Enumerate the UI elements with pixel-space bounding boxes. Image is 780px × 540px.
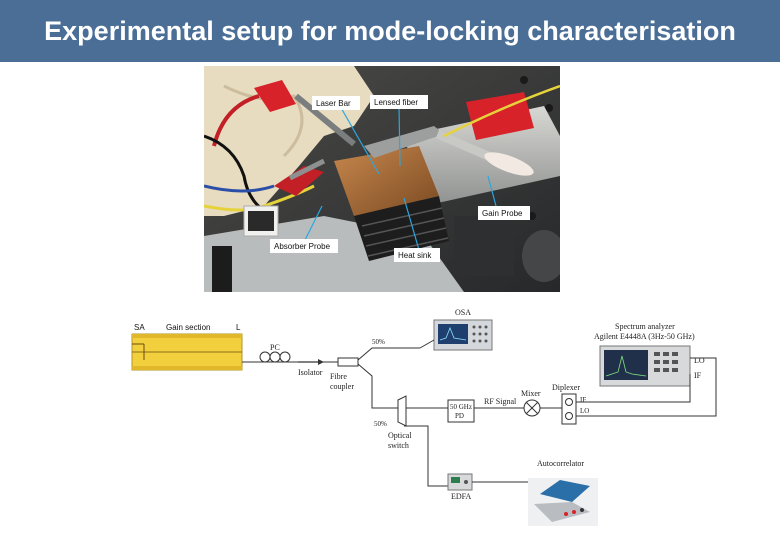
spectrum-analyzer-instrument: [599, 345, 691, 387]
spectrum-analyzer-model: Agilent E4448A (3Hz-50 GHz): [594, 332, 695, 341]
callout-absorber-probe: Absorber Probe: [270, 239, 338, 253]
diplexer-if-label: IF: [580, 396, 586, 404]
photodetector-box: 50 GHz PD: [447, 399, 475, 423]
split-top-label: 50%: [372, 338, 385, 346]
isolator-icon: [298, 359, 324, 365]
page-title: Experimental setup for mode-locking char…: [44, 15, 736, 46]
gain-section-label: Gain section: [166, 323, 210, 332]
isolator-label: Isolator: [298, 368, 323, 377]
autocorrelator-label: Autocorrelator: [537, 459, 584, 468]
coupler-label-line1: Fibre: [330, 372, 347, 381]
title-bar: Experimental setup for mode-locking char…: [0, 0, 780, 62]
svg-text:Heat sink: Heat sink: [398, 251, 432, 260]
edfa-instrument: [447, 473, 473, 491]
setup-photo: Laser Bar Lensed fiber Gain Probe Absorb…: [204, 66, 560, 292]
callout-laser-bar: Laser Bar: [312, 96, 360, 110]
svg-text:Laser Bar: Laser Bar: [316, 99, 351, 108]
autocorrelator-instrument: [528, 478, 598, 526]
osa-instrument: [433, 319, 493, 351]
setup-schematic: SA Gain section L PC Isolator Fibre coup…: [131, 308, 717, 526]
callout-heat-sink: Heat sink: [394, 248, 440, 262]
polarization-controller-icon: [259, 351, 291, 363]
svg-text:Absorber Probe: Absorber Probe: [274, 242, 331, 251]
pc-label: PC: [270, 343, 280, 352]
edfa-label: EDFA: [451, 492, 472, 501]
callout-gain-probe: Gain Probe: [478, 206, 530, 220]
optical-switch-label-line1: Optical: [388, 431, 412, 440]
svg-text:Lensed fiber: Lensed fiber: [374, 98, 418, 107]
spectrum-analyzer-label: Spectrum analyzer: [615, 322, 675, 331]
diplexer-lo-label: LO: [580, 407, 589, 415]
diplexer-box: [561, 393, 577, 425]
analyzer-if-label: IF: [694, 371, 702, 380]
osa-label: OSA: [455, 308, 471, 317]
l-label: L: [236, 323, 241, 332]
svg-text:Gain Probe: Gain Probe: [482, 209, 523, 218]
optical-switch-label-line2: switch: [388, 441, 409, 450]
fibre-coupler-icon: [337, 357, 359, 367]
pd-label-line2: PD: [455, 412, 464, 420]
laser-bar-schematic: SA Gain section L: [131, 323, 243, 371]
split-bottom-label: 50%: [374, 420, 387, 428]
sa-label: SA: [134, 323, 145, 332]
pd-label-line1: 50 GHz: [450, 403, 472, 411]
optical-switch-icon: [397, 395, 407, 427]
analyzer-lo-label: LO: [694, 356, 705, 365]
coupler-label-line2: coupler: [330, 382, 354, 391]
mixer-icon: [523, 399, 541, 417]
mixer-label: Mixer: [521, 389, 541, 398]
callout-lensed-fiber: Lensed fiber: [370, 95, 428, 109]
diplexer-label: Diplexer: [552, 383, 580, 392]
rf-signal-label: RF Signal: [484, 397, 517, 406]
